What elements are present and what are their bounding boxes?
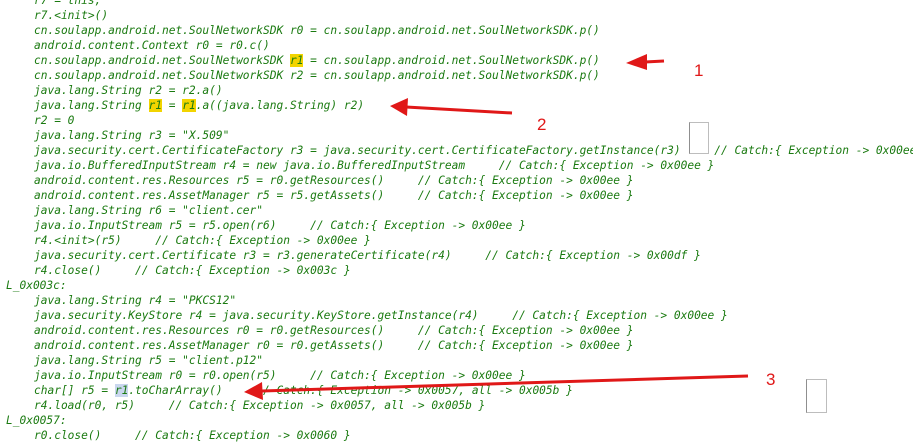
arrow-1 bbox=[626, 54, 665, 70]
code-label-line: L_0x003c: bbox=[0, 278, 913, 293]
code-token: = bbox=[162, 99, 183, 112]
code-token: r4.load(r0, r5) // Catch:{ Exception -> … bbox=[34, 399, 486, 412]
code-line: cn.soulapp.android.net.SoulNetworkSDK r0… bbox=[0, 23, 913, 38]
code-line: java.io.InputStream r0 = r0.open(r5) // … bbox=[0, 368, 913, 383]
annotation-number-1: 1 bbox=[694, 61, 704, 80]
code-line: r7.<init>() bbox=[0, 8, 913, 23]
code-line: java.lang.String r6 = "client.cer" bbox=[0, 203, 913, 218]
code-line: java.security.KeyStore r4 = java.securit… bbox=[0, 308, 913, 323]
code-token: java.lang.String r4 = "PKCS12" bbox=[34, 294, 237, 307]
code-line: java.lang.String r1 = r1.a((java.lang.St… bbox=[0, 98, 913, 113]
code-token: java.io.InputStream r0 = r0.open(r5) // … bbox=[34, 369, 526, 382]
highlighted-variable-r1: r1 bbox=[289, 54, 304, 67]
code-line: java.lang.String r3 = "X.509" bbox=[0, 128, 913, 143]
code-token: r0.close() // Catch:{ Exception -> 0x006… bbox=[34, 429, 351, 442]
code-token: r2 = 0 bbox=[34, 114, 75, 127]
code-token: r4.close() // Catch:{ Exception -> 0x003… bbox=[34, 264, 351, 277]
code-line: android.content.res.Resources r5 = r0.ge… bbox=[0, 173, 913, 188]
code-line: java.lang.String r5 = "client.p12" bbox=[0, 353, 913, 368]
code-line: java.security.cert.CertificateFactory r3… bbox=[0, 143, 913, 158]
code-line: r4.load(r0, r5) // Catch:{ Exception -> … bbox=[0, 398, 913, 413]
code-token: android.content.res.AssetManager r5 = r5… bbox=[34, 189, 634, 202]
code-line: java.io.InputStream r5 = r5.open(r6) // … bbox=[0, 218, 913, 233]
empty-frame-box bbox=[689, 122, 709, 154]
code-line: android.content.res.AssetManager r0 = r0… bbox=[0, 338, 913, 353]
code-token: java.io.InputStream r5 = r5.open(r6) // … bbox=[34, 219, 526, 232]
selected-variable-r1: r1 bbox=[114, 384, 129, 397]
code-line: android.content.Context r0 = r0.c() bbox=[0, 38, 913, 53]
code-token: cn.soulapp.android.net.SoulNetworkSDK bbox=[34, 54, 290, 67]
code-token: java.lang.String bbox=[34, 99, 149, 112]
code-token: r4.<init>(r5) // Catch:{ Exception -> 0x… bbox=[34, 234, 371, 247]
code-token: java.lang.String r2 = r2.a() bbox=[34, 84, 223, 97]
annotation-number-3: 3 bbox=[766, 370, 776, 389]
code-line: r0.close() // Catch:{ Exception -> 0x006… bbox=[0, 428, 913, 443]
code-token: java.security.cert.Certificate r3 = r3.g… bbox=[34, 249, 701, 262]
highlighted-variable-r1: r1 bbox=[182, 99, 196, 112]
code-token: java.lang.String r3 = "X.509" bbox=[34, 129, 230, 142]
code-token: java.security.KeyStore r4 = java.securit… bbox=[34, 309, 728, 322]
code-line: cn.soulapp.android.net.SoulNetworkSDK r1… bbox=[0, 53, 913, 68]
code-token: r7 = this; bbox=[34, 0, 102, 7]
code-token: java.lang.String r6 = "client.cer" bbox=[34, 204, 264, 217]
code-token: .a((java.lang.String) r2) bbox=[195, 99, 365, 112]
code-line: java.lang.String r4 = "PKCS12" bbox=[0, 293, 913, 308]
code-token: java.security.cert.CertificateFactory r3… bbox=[34, 144, 913, 157]
code-line: android.content.res.Resources r0 = r0.ge… bbox=[0, 323, 913, 338]
code-token: android.content.res.AssetManager r0 = r0… bbox=[34, 339, 634, 352]
code-token: java.io.BufferedInputStream r4 = new jav… bbox=[34, 159, 715, 172]
code-line: java.io.BufferedInputStream r4 = new jav… bbox=[0, 158, 913, 173]
code-token: java.lang.String r5 = "client.p12" bbox=[34, 354, 264, 367]
code-token: cn.soulapp.android.net.SoulNetworkSDK r0… bbox=[34, 24, 600, 37]
code-line: r4.<init>(r5) // Catch:{ Exception -> 0x… bbox=[0, 233, 913, 248]
code-token: L_0x0057: bbox=[6, 414, 67, 427]
code-token: = cn.soulapp.android.net.SoulNetworkSDK.… bbox=[303, 54, 600, 67]
code-line: cn.soulapp.android.net.SoulNetworkSDK r2… bbox=[0, 68, 913, 83]
code-token: android.content.Context r0 = r0.c() bbox=[34, 39, 270, 52]
code-token: android.content.res.Resources r0 = r0.ge… bbox=[34, 324, 634, 337]
code-token: L_0x003c: bbox=[6, 279, 67, 292]
code-line: android.content.res.AssetManager r5 = r5… bbox=[0, 188, 913, 203]
code-line: r4.close() // Catch:{ Exception -> 0x003… bbox=[0, 263, 913, 278]
annotation-number-2: 2 bbox=[537, 115, 547, 134]
code-line: r2 = 0 bbox=[0, 113, 913, 128]
code-line: java.security.cert.Certificate r3 = r3.g… bbox=[0, 248, 913, 263]
arrow-3 bbox=[244, 374, 749, 400]
code-label-line: L_0x0057: bbox=[0, 413, 913, 428]
empty-frame-box bbox=[806, 379, 827, 413]
arrow-2 bbox=[390, 98, 513, 116]
highlighted-variable-r1: r1 bbox=[148, 99, 162, 112]
code-token: cn.soulapp.android.net.SoulNetworkSDK r2… bbox=[34, 69, 600, 82]
code-token: char[] r5 = bbox=[34, 384, 115, 397]
code-line: r7 = this; bbox=[0, 0, 913, 8]
code-token: android.content.res.Resources r5 = r0.ge… bbox=[34, 174, 634, 187]
code-token: r7.<init>() bbox=[34, 9, 109, 22]
code-line: java.lang.String r2 = r2.a() bbox=[0, 83, 913, 98]
